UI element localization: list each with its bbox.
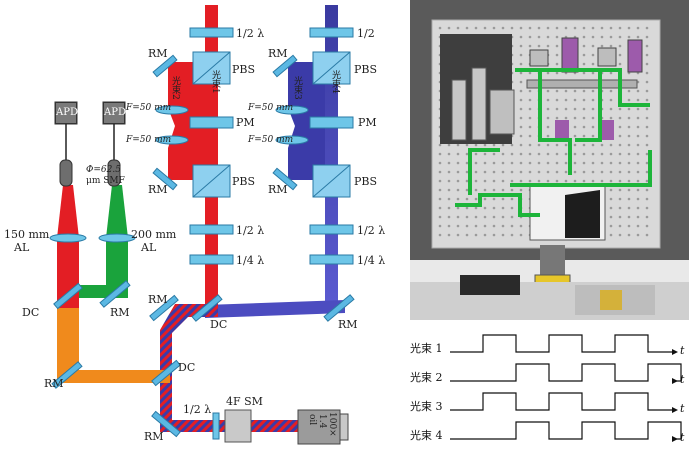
label-pbs-red-mid: PBS	[232, 175, 256, 188]
apd-left: APD	[55, 102, 78, 124]
rm-lower-left	[149, 294, 179, 322]
label-half-wave-bottom: 1/2 λ	[183, 403, 212, 416]
dc-orange	[151, 359, 181, 387]
label-smf-line1: Φ=62.5	[86, 165, 121, 175]
label-objective-c: oil	[307, 414, 317, 426]
label-rm-blue-top: RM	[268, 47, 288, 60]
label-beam3: 光束3	[292, 76, 302, 100]
label-4f-sm: 4F SM	[226, 395, 263, 408]
combined-beam-to-objective	[250, 420, 300, 432]
label-half-wave-red-top: 1/2 λ	[236, 27, 265, 40]
pbs-cubes	[192, 51, 351, 198]
lenses	[49, 105, 309, 243]
label-half-wave-blue-top: 1/2	[357, 27, 375, 40]
timing-arrow-2	[672, 378, 678, 384]
label-pbs-red-top: PBS	[232, 63, 256, 76]
label-beam2: 光束2	[170, 76, 180, 100]
dc-combine	[191, 294, 223, 322]
label-dc-green: DC	[22, 306, 40, 319]
label-rm-bottom: RM	[144, 430, 164, 443]
4f-sm-box	[224, 409, 252, 443]
apd-right: APD	[103, 102, 126, 124]
green-beam-paths	[455, 68, 652, 217]
label-quarter-wave-blue: 1/4 λ	[357, 254, 386, 267]
blue-beam-horizontal	[205, 300, 345, 318]
optomechanics	[451, 37, 643, 241]
label-pbs-blue-mid: PBS	[354, 175, 378, 188]
timing-trace-4	[450, 421, 682, 440]
rm-blue-right	[323, 294, 355, 322]
label-pbs-blue-top: PBS	[354, 63, 378, 76]
label-al200-b: AL	[141, 241, 157, 254]
label-rm-red-top: RM	[148, 47, 168, 60]
label-beam4: 光束4	[330, 70, 340, 94]
label-pm-red: PM	[236, 116, 255, 129]
label-pm-blue: PM	[358, 116, 377, 129]
label-rm-lower-left: RM	[148, 293, 168, 306]
red-focus-cone	[57, 185, 79, 238]
label-dc-combine: DC	[210, 318, 228, 331]
timing-row-label: 光束 1	[410, 342, 443, 355]
label-f50-blue-lower: F=50 mm	[248, 135, 294, 145]
rm-mid-blue-left	[272, 167, 298, 191]
label-rm-blue-mid: RM	[268, 183, 288, 196]
timing-arrow-1	[672, 349, 678, 355]
timing-diagram	[450, 334, 682, 442]
label-al150-b: AL	[14, 241, 30, 254]
label-f50-blue-upper: F=50 mm	[248, 103, 294, 113]
timing-axis-label: t	[680, 431, 685, 444]
label-smf-line2: μm SMF	[86, 176, 125, 186]
timing-row-label: 光束 4	[410, 429, 443, 442]
combined-beam	[160, 304, 227, 432]
label-beam1: 光束1	[210, 70, 220, 94]
timing-row-label: 光束 2	[410, 371, 443, 384]
blue-delay-loop	[288, 62, 325, 180]
green-focus-cone	[106, 185, 128, 238]
red-delay-loop	[168, 62, 205, 180]
rm-bottom	[151, 410, 181, 438]
timing-trace-1	[450, 334, 672, 353]
label-f50-red-upper: F=50 mm	[126, 103, 172, 113]
timing-axis-label: t	[680, 373, 685, 386]
microscope-body	[410, 245, 689, 320]
timing-axis-label: t	[680, 344, 685, 357]
label-rm-green: RM	[110, 306, 130, 319]
green-beam	[68, 238, 128, 298]
timing-arrow-3	[672, 407, 678, 413]
label-rm-blue-right: RM	[338, 318, 358, 331]
label-rm-orange: RM	[44, 377, 64, 390]
timing-trace-3	[450, 392, 672, 411]
label-objective-a: 100×	[327, 412, 337, 437]
label-f50-red-lower: F=50 mm	[126, 135, 172, 145]
mirrors	[51, 54, 355, 438]
label-dc-orange: DC	[178, 361, 196, 374]
rm-top-blue-left	[272, 54, 298, 78]
rm-mid-red-left	[152, 167, 178, 191]
waveplates	[189, 27, 354, 440]
timing-row-label: 光束 3	[410, 400, 443, 413]
label-objective-b: 1.4	[317, 414, 327, 429]
label-rm-red-mid: RM	[148, 183, 168, 196]
label-al150-a: 150 mm	[4, 228, 50, 241]
timing-trace-2	[450, 363, 682, 382]
timing-arrow-4	[672, 436, 678, 442]
label-quarter-wave-red: 1/4 λ	[236, 254, 265, 267]
dc-green	[53, 282, 83, 310]
label-half-wave-red-low: 1/2 λ	[236, 224, 265, 237]
rm-top-red-left	[152, 54, 178, 78]
timing-axis-label: t	[680, 402, 685, 415]
label-al200-a: 200 mm	[131, 228, 177, 241]
objective	[297, 409, 349, 445]
rm-green	[99, 280, 131, 308]
label-half-wave-blue-low: 1/2 λ	[357, 224, 386, 237]
rm-orange	[51, 361, 83, 389]
